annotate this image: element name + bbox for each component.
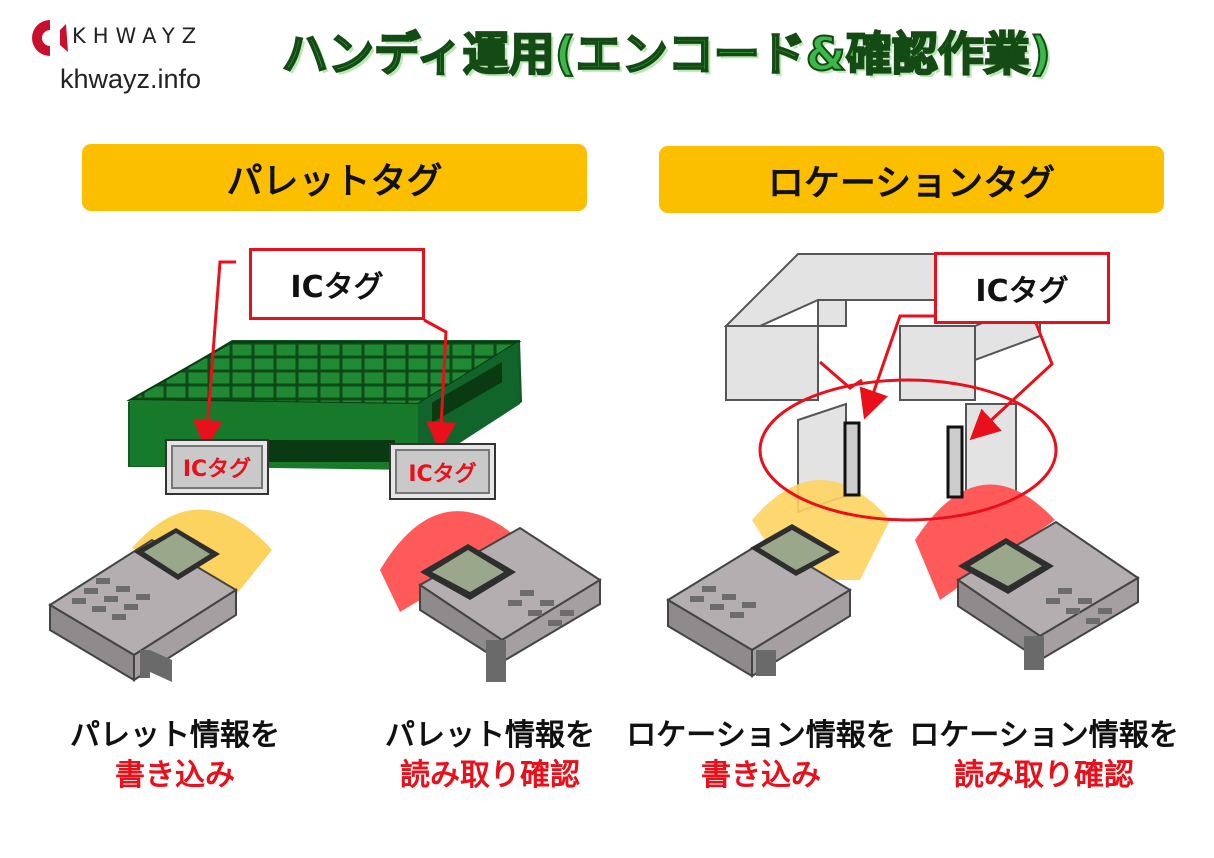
ic-tag-plate-left: ICタグ bbox=[165, 439, 269, 495]
caption-line2: 書き込み bbox=[701, 758, 821, 793]
handy-terminal-icon bbox=[48, 520, 1140, 682]
ic-tag-callout-right: ICタグ bbox=[934, 252, 1110, 324]
caption-pallet-read: パレット情報を 読み取り確認 bbox=[375, 716, 605, 796]
location-tag-banner: ロケーションタグ bbox=[659, 146, 1164, 213]
pallet-tag-banner: パレットタグ bbox=[82, 144, 587, 211]
caption-line1: パレット情報を bbox=[70, 718, 280, 753]
ic-tag-callout-left: ICタグ bbox=[249, 248, 425, 320]
caption-line1: ロケーション情報を bbox=[626, 718, 896, 753]
caption-line2: 読み取り確認 bbox=[954, 758, 1134, 793]
caption-location-read: ロケーション情報を 読み取り確認 bbox=[908, 716, 1180, 796]
page-title: ハンディ運用(エンコード&確認作業) bbox=[281, 26, 1052, 82]
ic-tag-plate-right: ICタグ bbox=[389, 443, 496, 500]
brand-url: khwayz.info bbox=[60, 64, 202, 94]
caption-line1: パレット情報を bbox=[385, 718, 595, 753]
caption-location-write: ロケーション情報を 書き込み bbox=[626, 716, 896, 796]
caption-line2: 読み取り確認 bbox=[400, 758, 580, 793]
caption-line2: 書き込み bbox=[115, 758, 235, 793]
caption-line1: ロケーション情報を bbox=[909, 718, 1179, 753]
khwayz-logo-icon bbox=[32, 20, 68, 56]
brand-name: KHWAYZ bbox=[72, 24, 204, 48]
caption-pallet-write: パレット情報を 書き込み bbox=[60, 716, 290, 796]
